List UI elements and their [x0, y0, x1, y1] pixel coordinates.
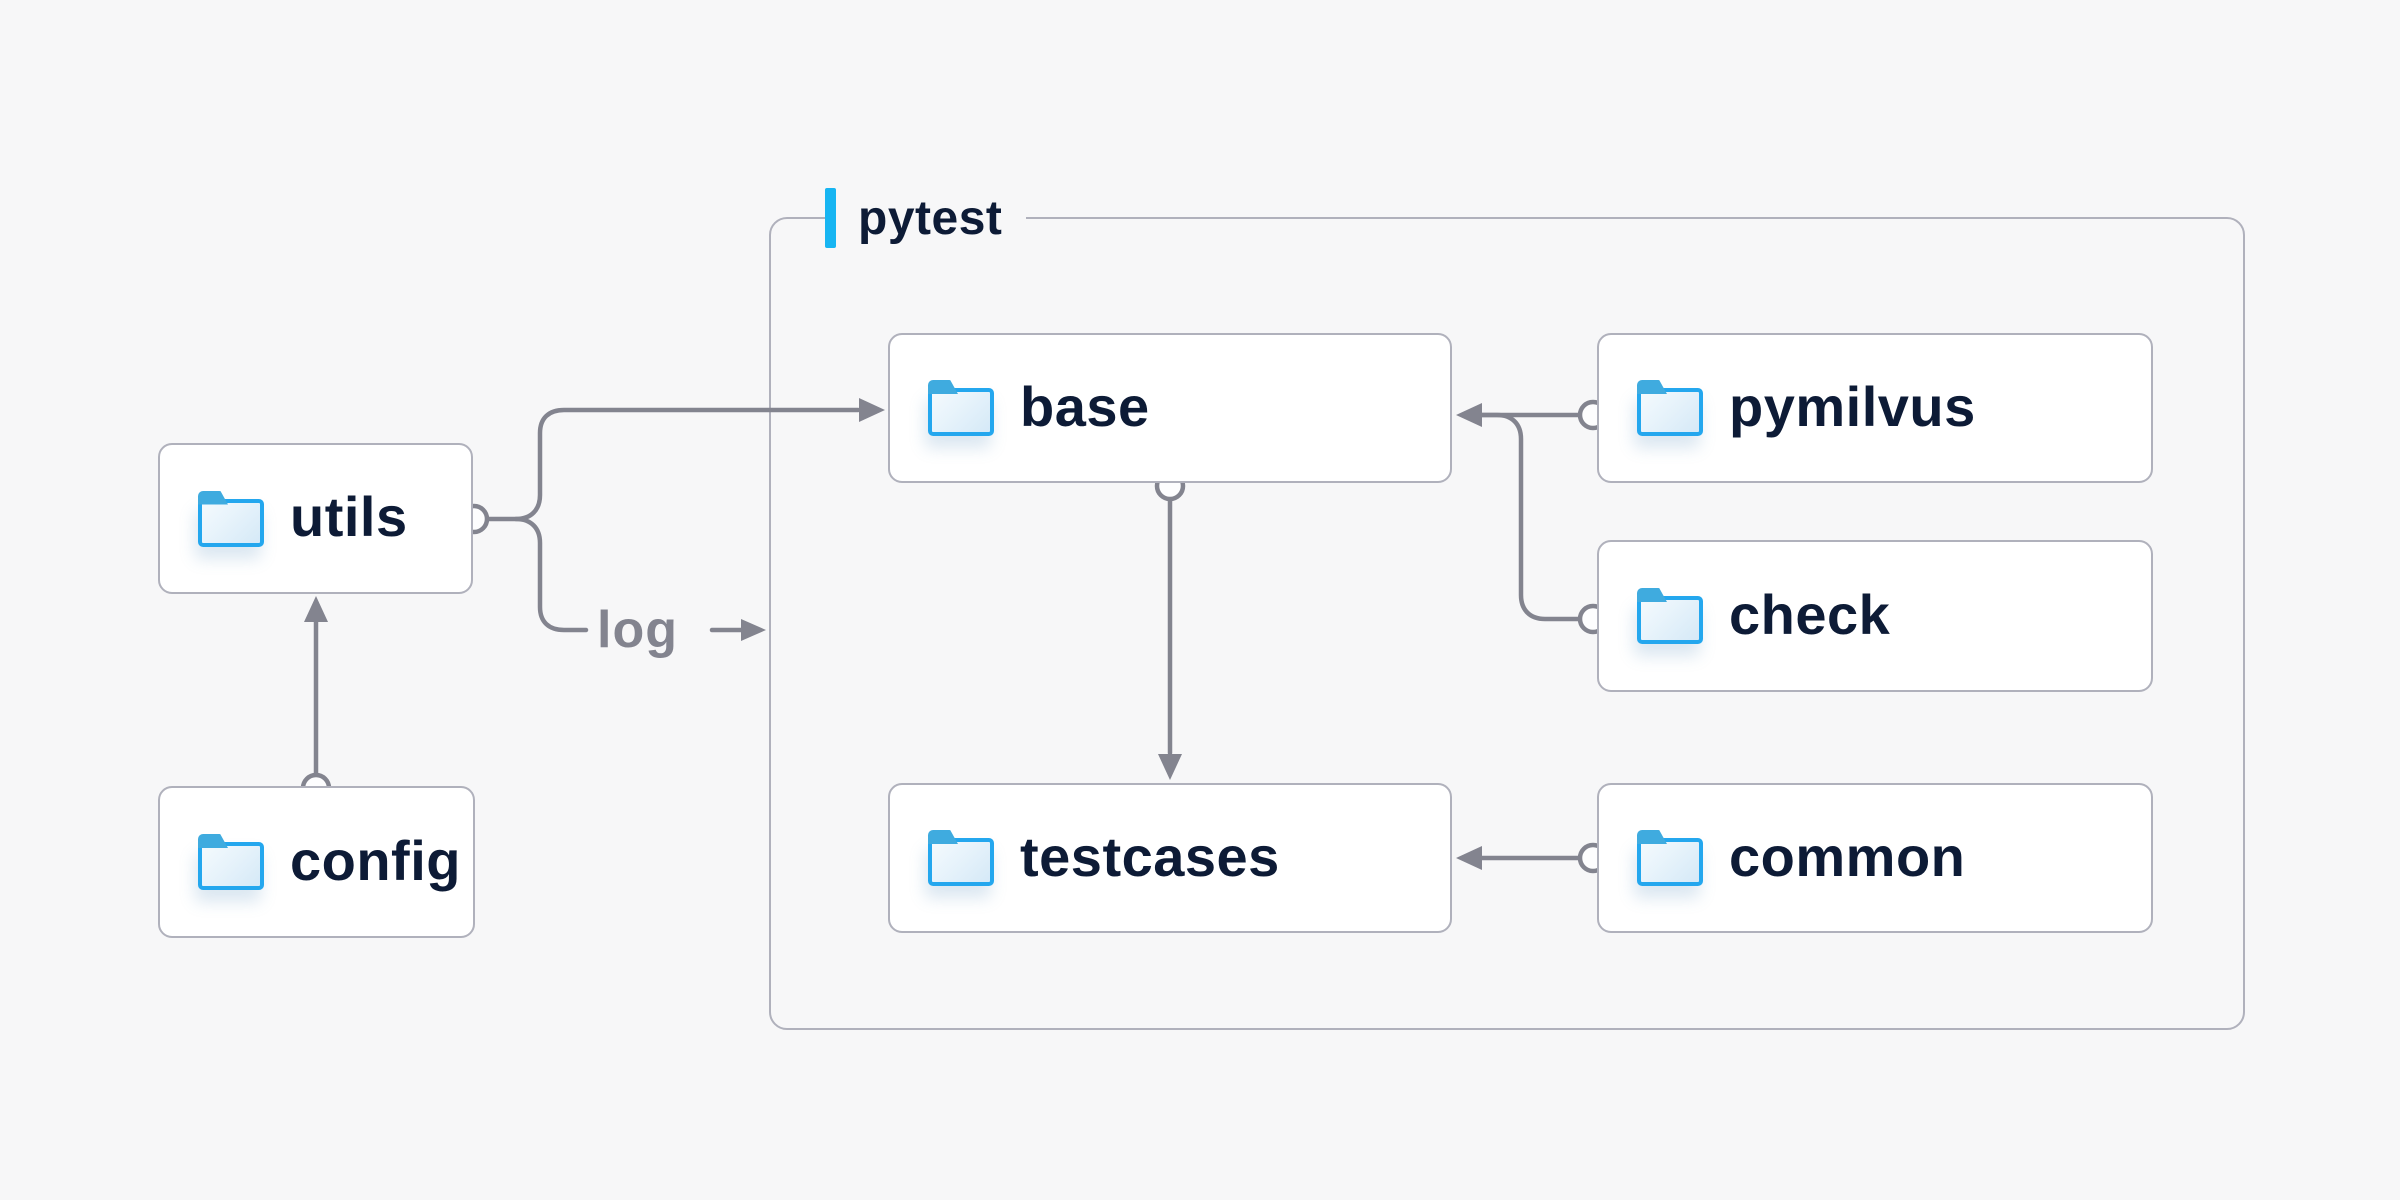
group-pytest-label: pytest — [825, 187, 1027, 249]
node-utils-label: utils — [290, 485, 408, 548]
node-common: common — [1597, 783, 2153, 933]
node-config-label: config — [290, 828, 461, 892]
folder-icon — [198, 498, 264, 547]
folder-icon — [1637, 838, 1703, 886]
group-title: pytest — [858, 191, 1003, 245]
edge-label-log: log — [597, 601, 678, 659]
arrowhead-up-icon — [304, 596, 328, 622]
node-pymilvus-label: pymilvus — [1729, 374, 1976, 438]
folder-icon — [928, 838, 994, 886]
node-config: config — [158, 786, 475, 938]
edge-utils-log — [513, 516, 589, 633]
node-testcases-label: testcases — [1020, 824, 1280, 888]
node-base: base — [888, 333, 1452, 483]
node-check: check — [1597, 540, 2153, 692]
accent-bar-icon — [825, 188, 836, 248]
arrowhead-log-icon — [741, 619, 766, 641]
folder-icon — [1637, 388, 1703, 436]
folder-icon — [928, 388, 994, 436]
node-utils: utils — [158, 443, 473, 594]
node-check-label: check — [1729, 582, 1891, 646]
node-base-label: base — [1020, 374, 1150, 438]
group-pytest: pytest — [769, 187, 2245, 1030]
node-common-label: common — [1729, 824, 1966, 888]
folder-icon — [1637, 596, 1703, 644]
folder-icon — [198, 842, 264, 890]
node-pymilvus: pymilvus — [1597, 333, 2153, 483]
node-testcases: testcases — [888, 783, 1452, 933]
